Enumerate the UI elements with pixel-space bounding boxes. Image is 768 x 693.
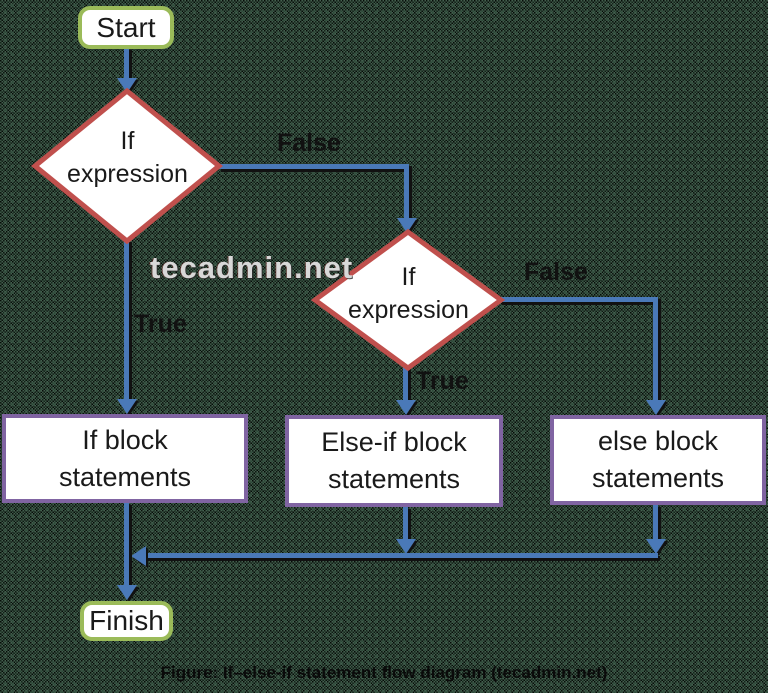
edge-collector-horizontal — [146, 553, 658, 558]
finish-node: Finish — [80, 601, 173, 641]
if-block-label-line2: statements — [58, 461, 192, 492]
edge-decision1-false-vertical — [404, 164, 409, 219]
edge-start-to-decision1 — [124, 48, 129, 80]
else-block-label-line2: statements — [591, 463, 725, 493]
arrowhead-collector-into-mainline — [131, 546, 146, 566]
if-block-label-line1: If block — [82, 424, 168, 455]
arrowhead-elseif-to-collector — [396, 539, 416, 554]
start-node: Start — [78, 6, 174, 49]
figure-caption: Figure: If–else-if statement flow diagra… — [160, 663, 608, 682]
edge-decision2-false-vertical — [653, 297, 658, 401]
arrowhead-into-if-block — [117, 399, 137, 414]
else-block-label-line1: else block — [597, 426, 719, 456]
decision2-diamond-shape — [311, 228, 505, 372]
elseif-block-label-line2: statements — [327, 464, 461, 494]
edge-decision1-false-horizontal — [219, 164, 409, 169]
arrowhead-into-finish — [117, 585, 137, 600]
if-block-node: If block statements — [2, 414, 248, 503]
elseif-block-label-line1: Else-if block — [321, 427, 467, 457]
edge-else-block-down — [653, 505, 658, 541]
arrowhead-else-to-collector — [646, 539, 666, 554]
else-block-node: else block statements — [550, 415, 766, 505]
arrowhead-into-decision2 — [397, 218, 417, 233]
arrowhead-into-decision1 — [117, 78, 137, 93]
elseif-block-node: Else-if block statements — [285, 415, 503, 507]
edge-decision2-true — [403, 365, 408, 401]
finish-label: Finish — [89, 605, 164, 636]
arrowhead-into-elseif-block — [396, 400, 416, 415]
edge-elseif-block-down — [403, 507, 408, 541]
edge-decision1-true — [124, 240, 129, 400]
arrowhead-into-else-block — [646, 400, 666, 415]
edge-label-decision2-false: False — [524, 258, 588, 286]
edge-label-decision1-true: True — [134, 310, 187, 338]
edge-decision2-false-horizontal — [500, 297, 658, 302]
decision1-diamond-shape — [31, 87, 223, 245]
start-label: Start — [96, 11, 156, 43]
edge-label-decision1-false: False — [277, 129, 341, 157]
edge-label-decision2-true: True — [416, 367, 469, 395]
edge-mainline-to-finish — [124, 503, 129, 586]
watermark-text: tecadmin.net — [150, 250, 354, 285]
